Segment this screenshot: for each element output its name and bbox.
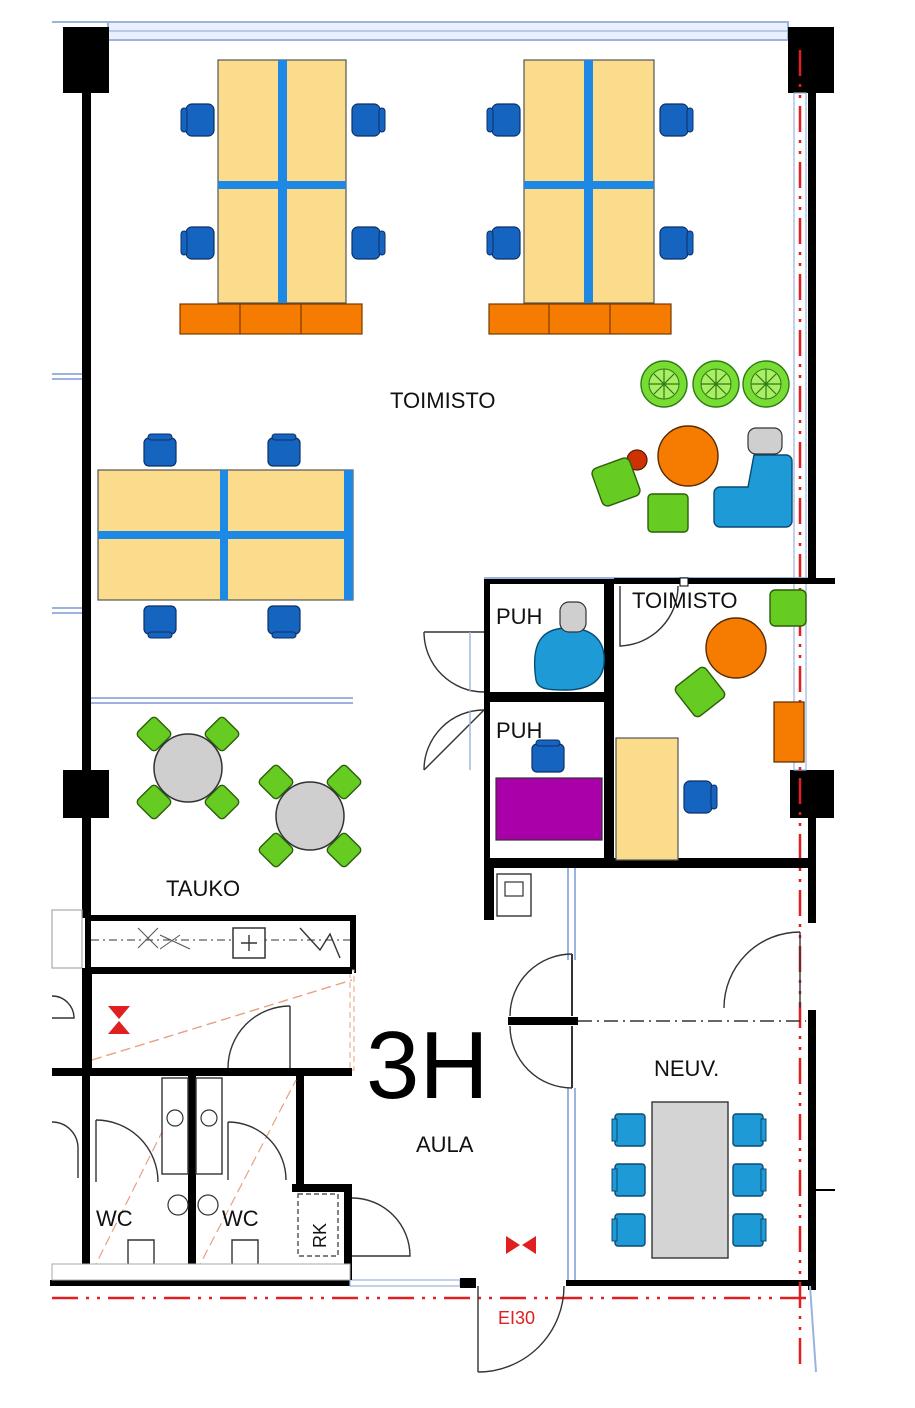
room-label-wc-1: WC bbox=[96, 1206, 133, 1231]
wc-doors bbox=[51, 995, 411, 1257]
fire-extinguisher-marker-wc bbox=[108, 1006, 130, 1034]
room-label-phone-2: PUH bbox=[496, 718, 542, 743]
desk-cluster-left bbox=[97, 433, 354, 639]
room-label-office-small: TOIMISTO bbox=[632, 588, 738, 613]
small-office-furniture bbox=[615, 585, 807, 861]
kitchenette bbox=[51, 909, 356, 973]
meeting-table bbox=[611, 1101, 767, 1259]
outer-walls bbox=[50, 21, 835, 1373]
fire-extinguisher-marker-lobby bbox=[506, 1236, 536, 1254]
phone-rooms-walls bbox=[484, 577, 808, 920]
break-room-tables bbox=[136, 716, 363, 869]
phone-room-1 bbox=[534, 601, 605, 691]
room-label-phone-1: PUH bbox=[496, 604, 542, 629]
room-label-wc-2: WC bbox=[222, 1206, 259, 1231]
wc-area-walls bbox=[52, 968, 355, 1280]
meeting-room-walls bbox=[508, 868, 806, 1280]
phone-room-doors bbox=[423, 631, 485, 771]
room-label-meeting: NEUV. bbox=[654, 1056, 719, 1081]
door-fire-rating: EI30 bbox=[498, 1308, 535, 1328]
entrance-door: EI30 bbox=[477, 1285, 565, 1373]
room-label-lobby: AULA bbox=[416, 1132, 474, 1157]
room-label-break-room: TAUKO bbox=[166, 876, 240, 901]
cleaning-closet: RK bbox=[297, 1193, 339, 1257]
room-label-cleaning-closet: RK bbox=[310, 1223, 330, 1248]
glass-partition bbox=[91, 697, 353, 704]
room-label-office-main: TOIMISTO bbox=[390, 388, 496, 413]
unit-code: 3H bbox=[366, 1012, 489, 1119]
phone-room-2 bbox=[495, 739, 603, 841]
desk-cluster-top-right bbox=[486, 59, 694, 335]
lounge-furniture bbox=[591, 360, 793, 533]
wc-fixtures bbox=[51, 1077, 351, 1281]
coffee-machine bbox=[496, 873, 532, 917]
desk-cluster-top-left bbox=[179, 59, 386, 335]
